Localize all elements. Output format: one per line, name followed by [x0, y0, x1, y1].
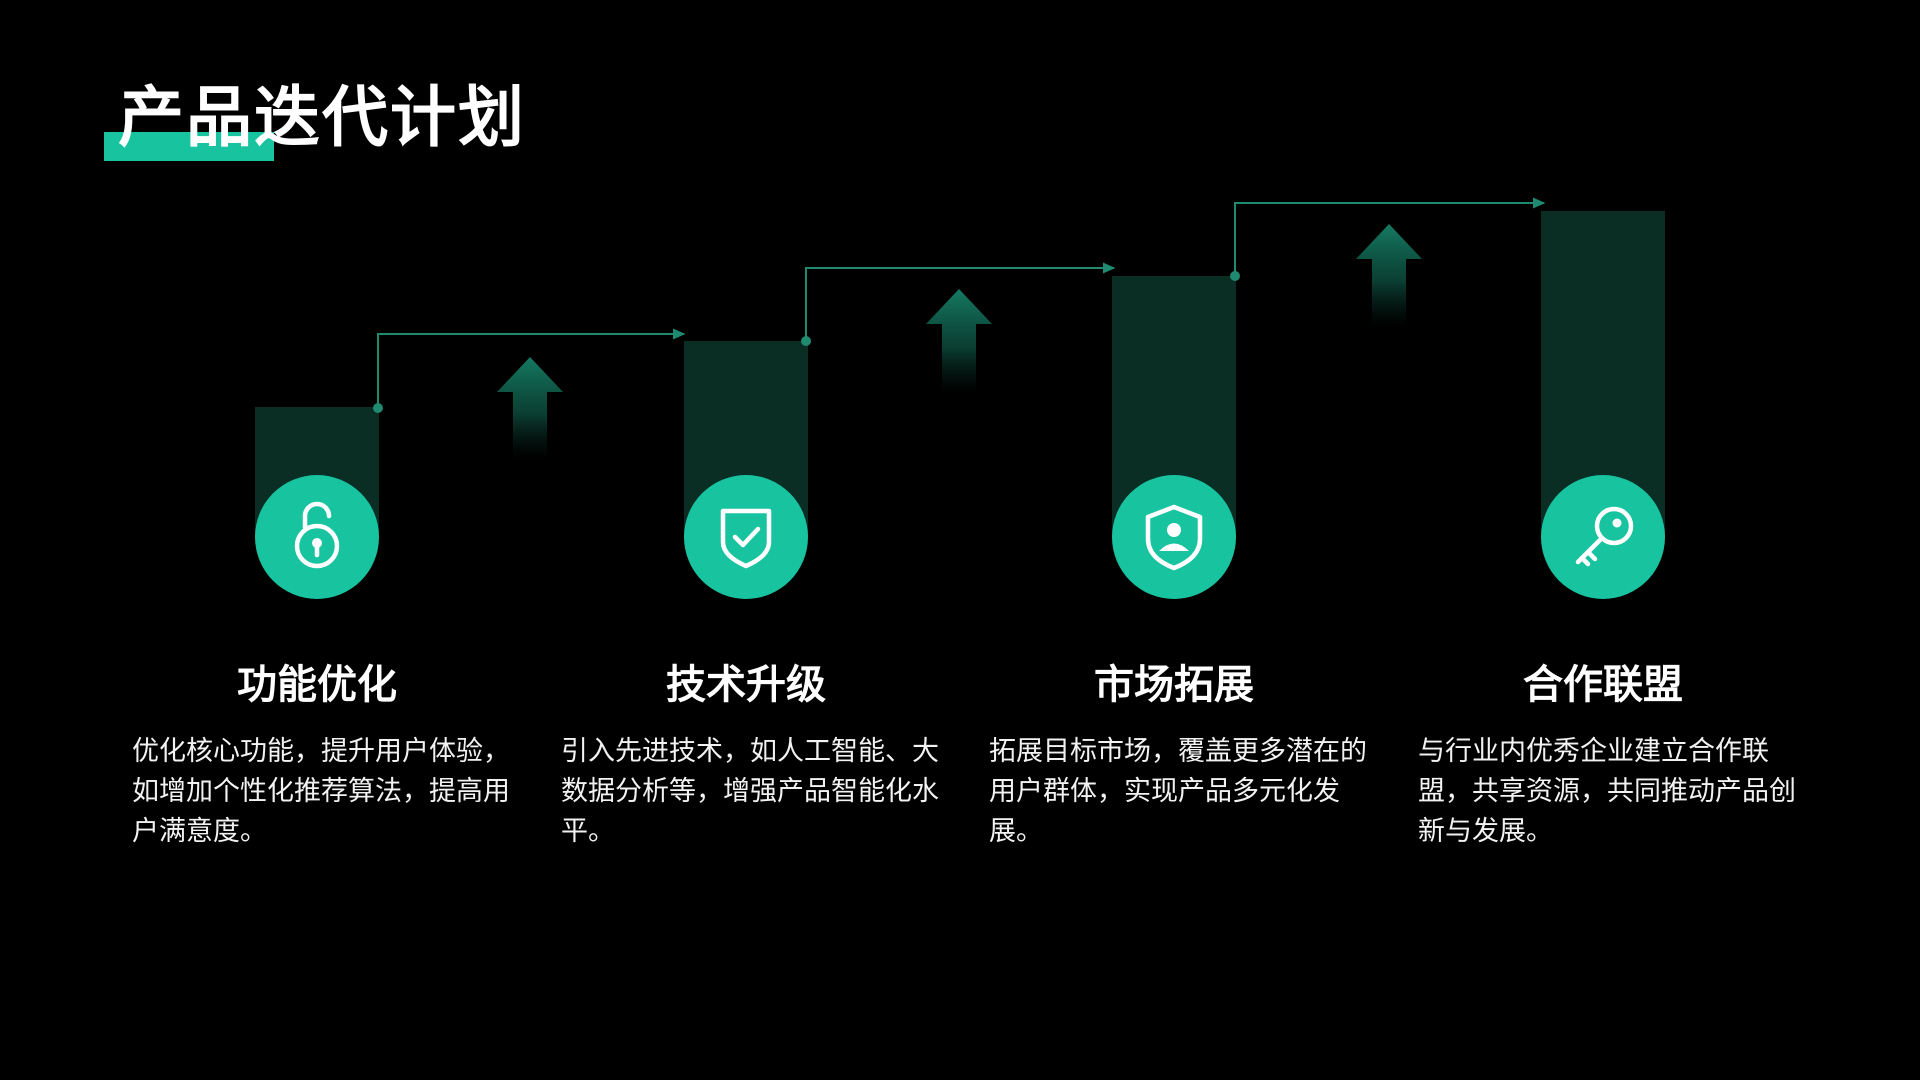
- step-4-title: 合作联盟: [1523, 662, 1683, 708]
- connector-2: [805, 262, 1116, 341]
- connector-1: [377, 328, 686, 408]
- connector-3-dot: [1230, 271, 1240, 281]
- step-1-icon-circle: [255, 475, 379, 599]
- connector-1-dot: [373, 403, 383, 413]
- connector-2-dot: [801, 336, 811, 346]
- key-icon: [1575, 506, 1634, 567]
- page-title: 产品迭代计划: [118, 79, 526, 156]
- step-4-description: 与行业内优秀企业建立合作联盟，共享资源，共同推动产品创新与发展。: [1418, 736, 1796, 847]
- up-arrow-icon: [497, 357, 563, 460]
- shield-check-icon: [720, 508, 772, 569]
- step-2-icon-circle: [684, 475, 808, 599]
- step-1-description: 优化核心功能，提升用户体验，如增加个性化推荐算法，提高用户满意度。: [132, 736, 510, 847]
- step-2-description: 引入先进技术，如人工智能、大数据分析等，增强产品智能化水平。: [561, 736, 939, 847]
- title-accent-bar: [104, 132, 274, 161]
- step-3-title: 市场拓展: [1094, 662, 1254, 708]
- step-2-title: 技术升级: [666, 662, 826, 708]
- shield-user-icon: [1145, 504, 1203, 571]
- step-1-title: 功能优化: [237, 662, 397, 708]
- unlock-icon: [294, 501, 340, 569]
- step-3-description: 拓展目标市场，覆盖更多潜在的用户群体，实现产品多元化发展。: [989, 736, 1367, 847]
- connector-3: [1234, 197, 1546, 276]
- up-arrow-icon: [926, 289, 992, 394]
- up-arrow-icon: [1356, 224, 1422, 328]
